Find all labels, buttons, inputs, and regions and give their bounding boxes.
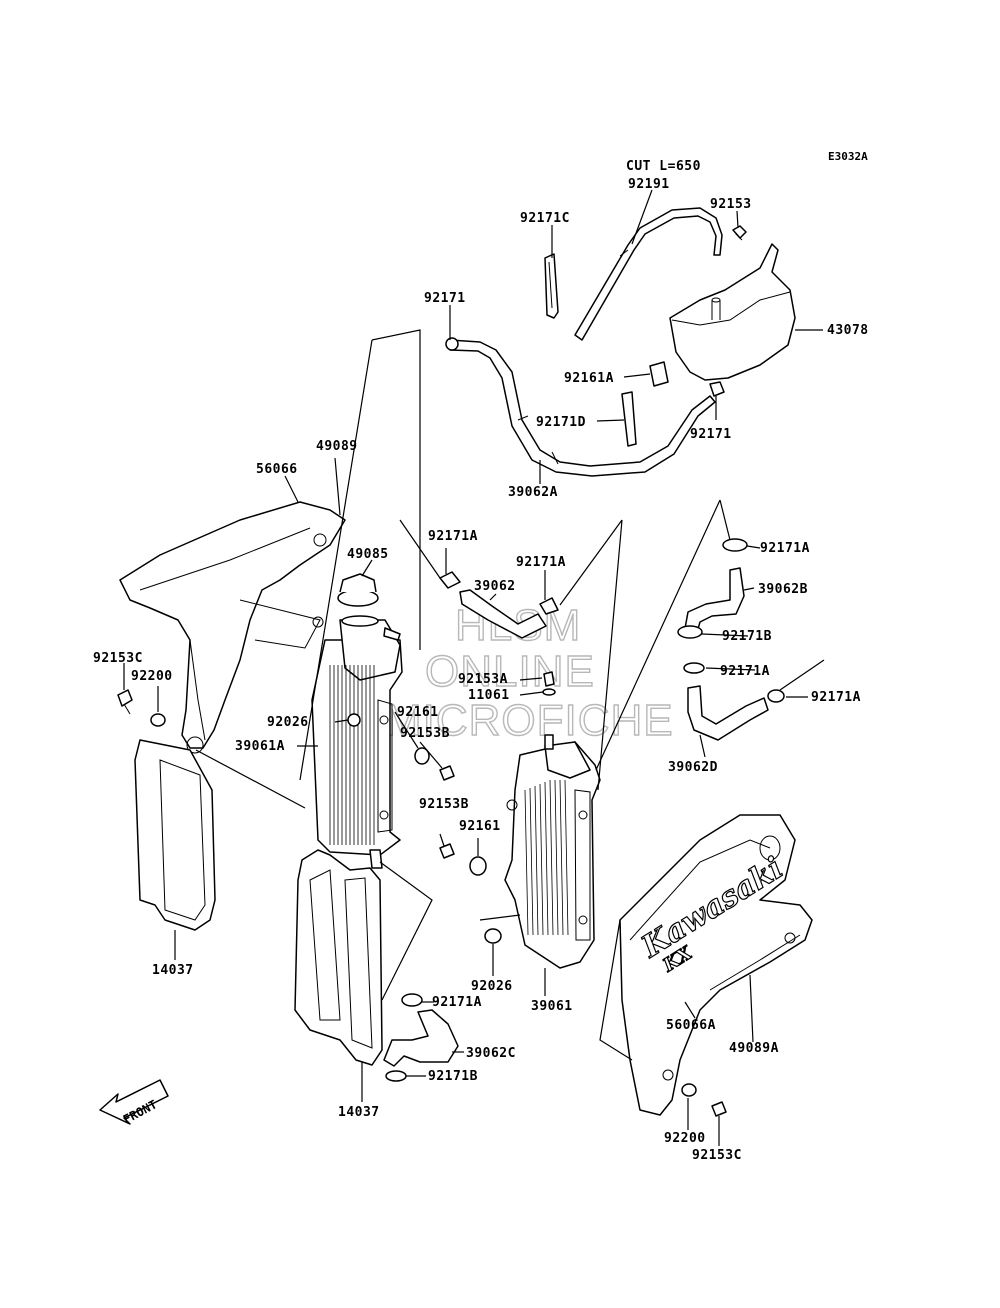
hose-39062 <box>459 589 547 639</box>
label-92171A-3: 92171A <box>760 541 810 556</box>
label-92153A: 92153A <box>458 672 508 687</box>
label-49089A: 49089A <box>729 1041 779 1056</box>
bolt-92153-top <box>732 225 747 241</box>
label-49085: 49085 <box>347 547 389 562</box>
left-shroud <box>119 501 346 754</box>
label-56066A: 56066A <box>666 1018 716 1033</box>
label-92171A-5: 92171A <box>811 690 861 705</box>
label-92171-right: 92171 <box>690 427 732 442</box>
radiator-cap <box>337 573 379 607</box>
label-56066: 56066 <box>256 462 298 477</box>
part-labels: CUT L=650 92191 92171C 92153 92171 43078… <box>93 159 869 1163</box>
hose-39062D <box>687 685 769 741</box>
label-49089: 49089 <box>316 439 358 454</box>
front-arrow: FRONT <box>99 1079 169 1127</box>
hose-39062C <box>383 1009 459 1067</box>
clamp-92171A-mid <box>683 662 705 674</box>
left-radiator <box>311 615 403 869</box>
label-92026-left: 92026 <box>267 715 309 730</box>
label-92153C-right: 92153C <box>692 1148 742 1163</box>
label-92200-left: 92200 <box>131 669 173 684</box>
reservoir-tank <box>669 243 796 381</box>
label-43078: 43078 <box>827 323 869 338</box>
label-92171B-1: 92171B <box>722 629 772 644</box>
cut-note: CUT L=650 <box>626 159 701 174</box>
clamp-92171B-upper <box>677 625 703 639</box>
label-14037-left: 14037 <box>152 963 194 978</box>
label-92171A-1: 92171A <box>428 529 478 544</box>
label-92171D: 92171D <box>536 415 586 430</box>
label-92161-left: 92161 <box>397 705 439 720</box>
label-39061: 39061 <box>531 999 573 1014</box>
right-radiator-core <box>524 779 569 936</box>
label-39062: 39062 <box>474 579 516 594</box>
label-92153B-2: 92153B <box>419 797 469 812</box>
clamp-92171-right <box>709 381 725 397</box>
label-11061: 11061 <box>468 688 510 703</box>
clamp-92171A-center-right <box>539 597 559 615</box>
clamp-92171A-center-left <box>439 571 461 589</box>
strap-92171D <box>621 391 637 447</box>
label-39061A: 39061A <box>235 739 285 754</box>
watermark-line-3: MICROFICHE <box>385 696 674 745</box>
label-92161-right: 92161 <box>459 819 501 834</box>
right-radiator <box>504 734 601 969</box>
clamp-92171B-lower <box>385 1070 407 1082</box>
label-14037-center: 14037 <box>338 1105 380 1120</box>
right-shroud: Kawasaki KX <box>619 814 813 1116</box>
label-92171A-6: 92171A <box>432 995 482 1010</box>
label-92153-top: 92153 <box>710 197 752 212</box>
label-39062C: 39062C <box>466 1046 516 1061</box>
label-39062A: 39062A <box>508 485 558 500</box>
label-39062B: 39062B <box>758 582 808 597</box>
label-92153B-1: 92153B <box>400 726 450 741</box>
center-radiator-guard <box>294 849 383 1066</box>
label-92171C: 92171C <box>520 211 570 226</box>
label-92153C-left: 92153C <box>93 651 143 666</box>
label-92161A: 92161A <box>564 371 614 386</box>
clamp-92171A-lower <box>401 993 423 1007</box>
small-hardware <box>117 671 727 1117</box>
label-92171A-2: 92171A <box>516 555 566 570</box>
hose-39062A <box>449 339 716 477</box>
left-radiator-core <box>329 665 375 845</box>
clamp-92171-top <box>445 337 459 351</box>
watermark-line-2: ONLINE <box>425 647 595 696</box>
strap-92171C <box>544 253 559 319</box>
clamp-92171A-mid-right <box>767 689 785 703</box>
overflow-hose <box>574 207 723 341</box>
clamp-92171A-upper <box>722 538 748 552</box>
watermark: HLSM ONLINE MICROFICHE <box>384 600 674 745</box>
label-92171B-2: 92171B <box>428 1069 478 1084</box>
pad-92161A <box>649 361 669 387</box>
label-39062D: 39062D <box>668 760 718 775</box>
left-radiator-guard <box>134 739 216 931</box>
label-92171-top: 92171 <box>424 291 466 306</box>
label-92191: 92191 <box>628 177 670 192</box>
diagram-code: E3032A <box>828 150 868 163</box>
leader-lines <box>123 189 825 1146</box>
label-92200-right: 92200 <box>664 1131 706 1146</box>
label-92171A-4: 92171A <box>720 664 770 679</box>
label-92026-right: 92026 <box>471 979 513 994</box>
